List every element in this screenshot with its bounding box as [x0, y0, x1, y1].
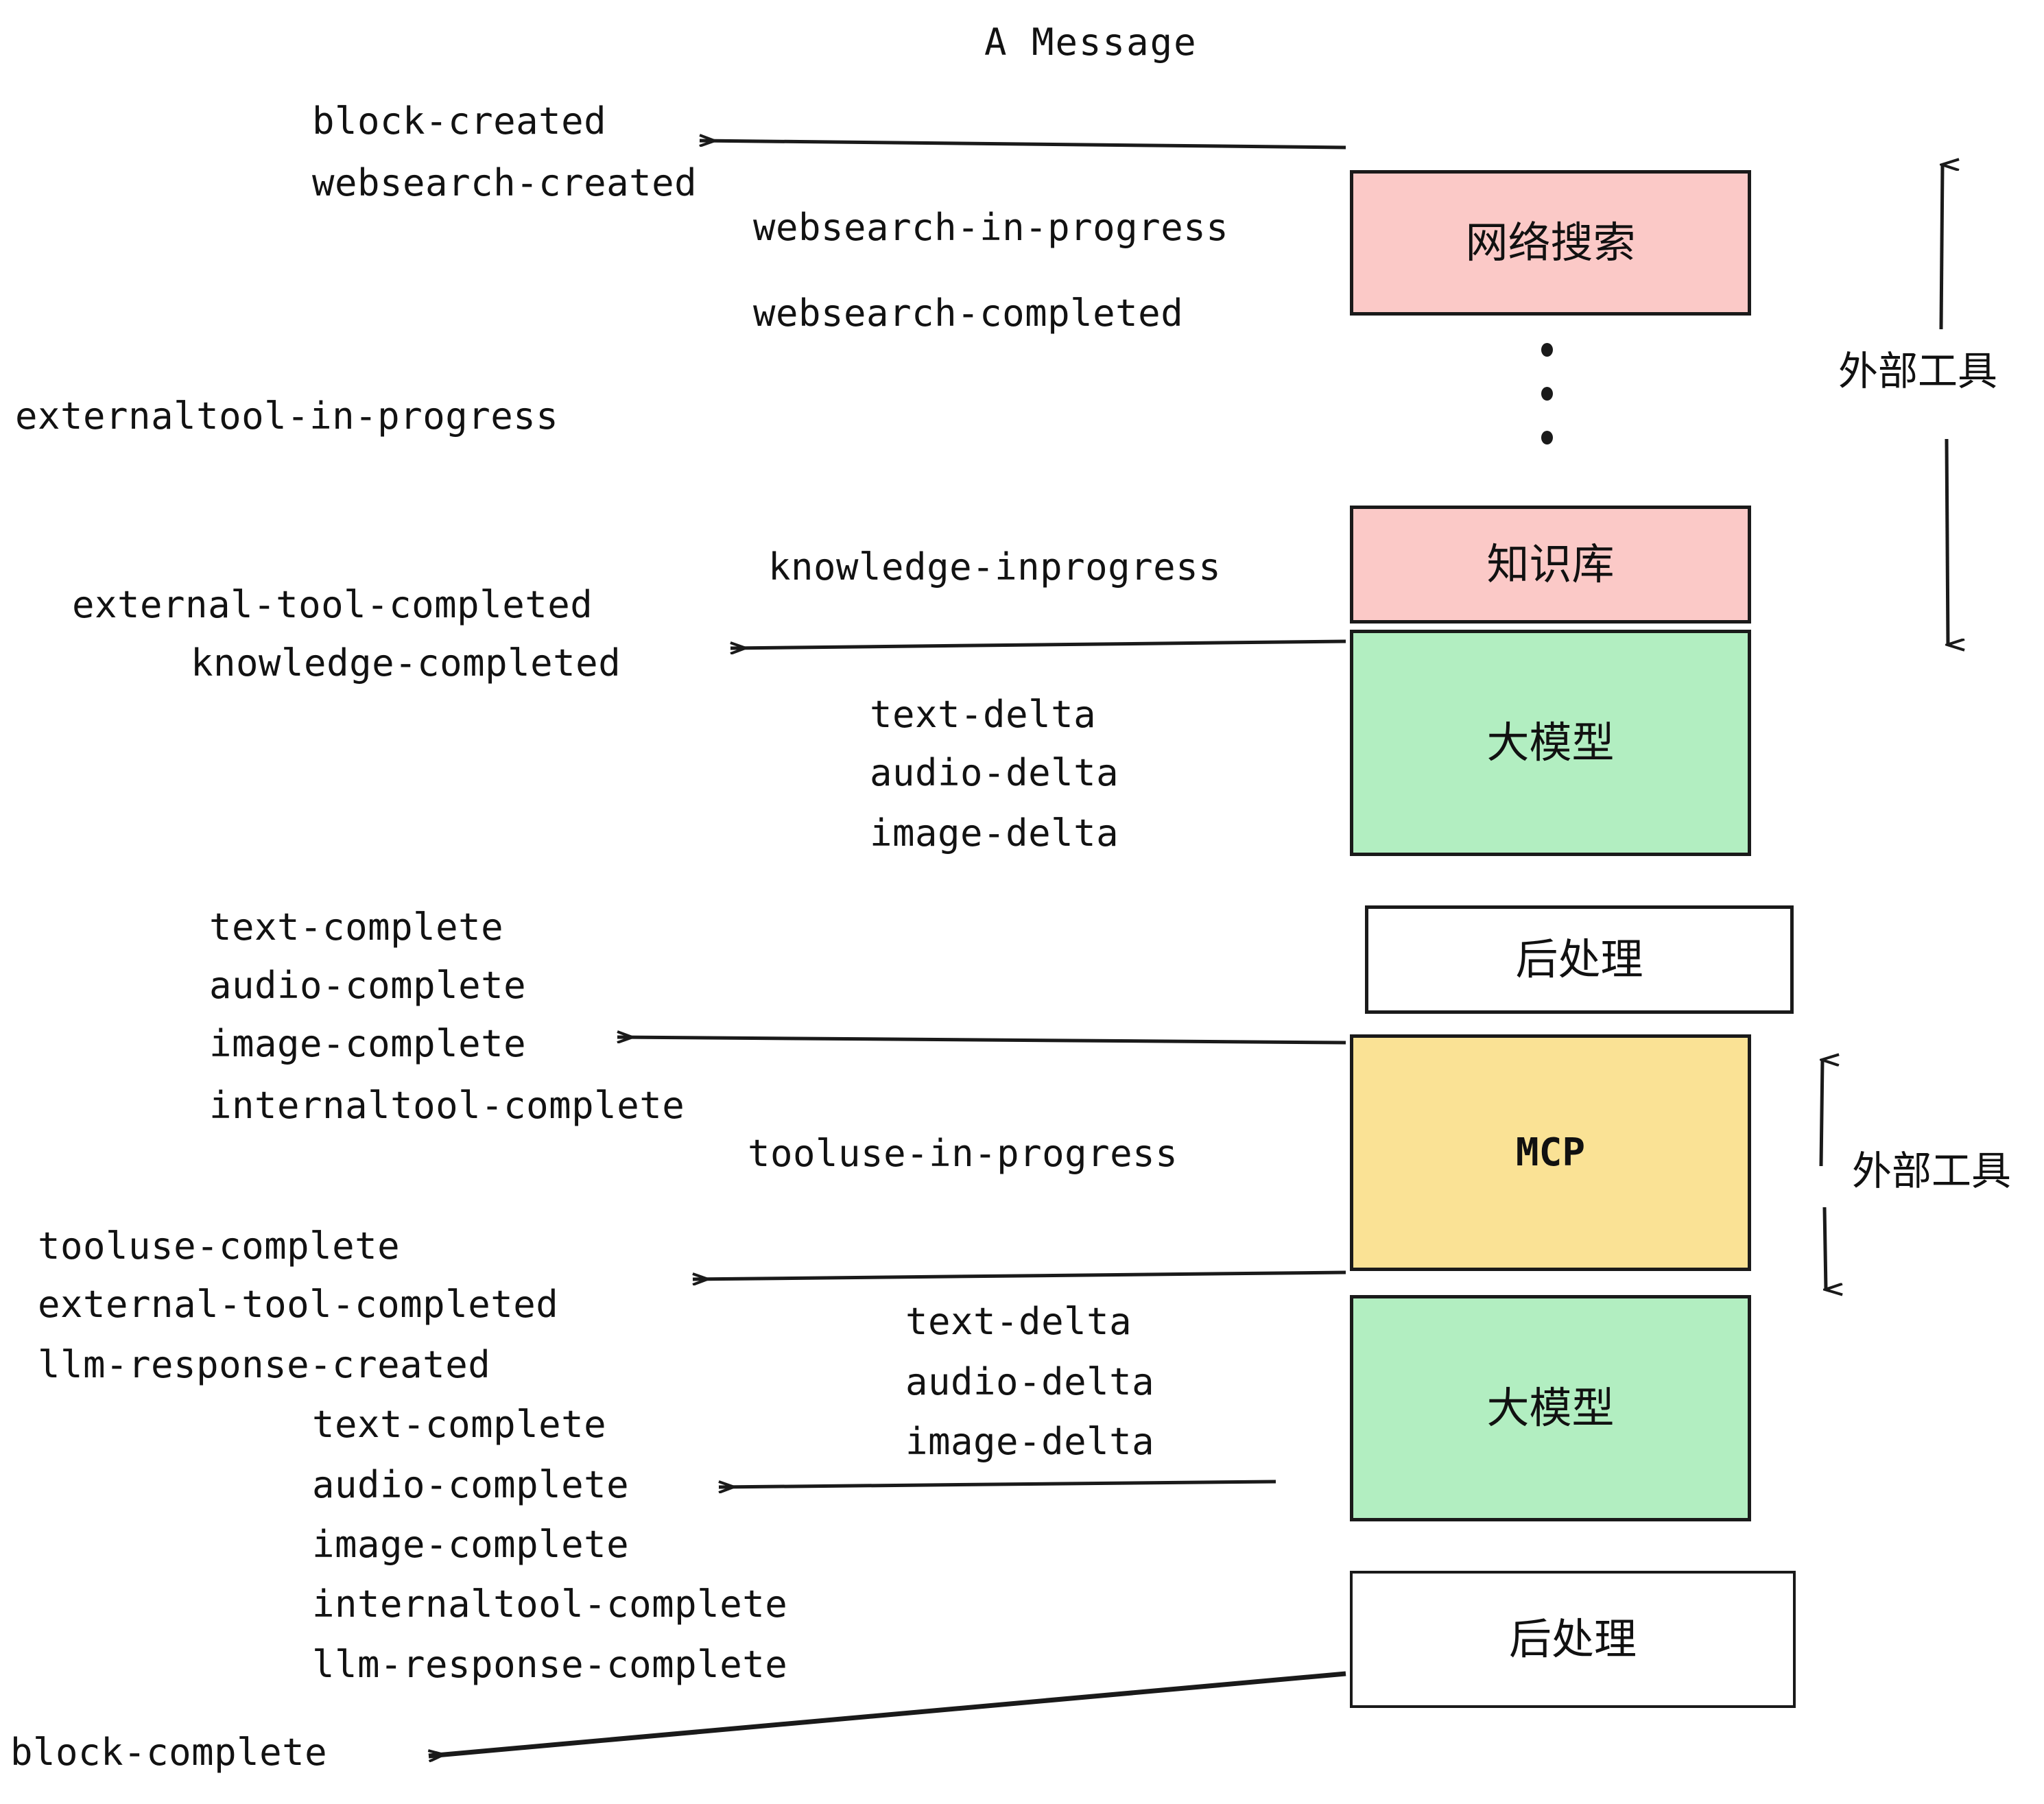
- arrow-llm2-to-audiocomplete: [719, 1480, 1276, 1487]
- event-audio-complete-2: audio-complete: [312, 1463, 630, 1506]
- node-websearch[interactable]: 网络搜索: [1350, 170, 1751, 316]
- group-label-external-tools-top: 外部工具: [1838, 348, 1998, 394]
- event-external-tool-completed-2: external-tool-completed: [38, 1283, 559, 1326]
- node-knowledge-base-label: 知识库: [1486, 539, 1615, 589]
- node-mcp[interactable]: MCP: [1350, 1034, 1751, 1271]
- node-llm-second-label: 大模型: [1486, 1383, 1615, 1433]
- arrow-mcp-to-toolusecomplete: [693, 1270, 1346, 1279]
- arrow-knowledge-to-knowledgecompleted: [730, 639, 1346, 648]
- arrow-post2-to-blockcomplete: [429, 1671, 1346, 1756]
- event-llm-response-complete: llm-response-complete: [312, 1643, 788, 1686]
- event-audio-delta-1: audio-delta: [870, 751, 1119, 794]
- event-externaltool-in-progress: externaltool-in-progress: [15, 394, 559, 438]
- event-audio-complete-1: audio-complete: [209, 964, 527, 1007]
- event-image-complete-2: image-complete: [312, 1523, 630, 1566]
- node-llm-first[interactable]: 大模型: [1350, 630, 1751, 856]
- event-knowledge-completed: knowledge-completed: [191, 641, 621, 685]
- node-postprocess-first[interactable]: 后处理: [1365, 905, 1794, 1014]
- event-block-created: block-created: [312, 99, 607, 143]
- event-image-complete-1: image-complete: [209, 1022, 527, 1065]
- event-image-delta-1: image-delta: [870, 811, 1119, 855]
- event-text-complete-2: text-complete: [312, 1403, 607, 1446]
- event-external-tool-completed-1: external-tool-completed: [72, 583, 593, 626]
- node-websearch-label: 网络搜索: [1465, 217, 1636, 268]
- event-internaltool-complete-2: internaltool-complete: [312, 1582, 788, 1626]
- event-tooluse-in-progress: tooluse-in-progress: [748, 1132, 1178, 1175]
- page-title: A Message: [984, 21, 1198, 64]
- event-websearch-created: websearch-created: [312, 161, 698, 204]
- group-label-external-tools-bottom: 外部工具: [1852, 1148, 2012, 1194]
- event-text-delta-2: text-delta: [905, 1300, 1132, 1343]
- arrow-post1-to-imagecomplete: [617, 1037, 1346, 1045]
- node-knowledge-base[interactable]: 知识库: [1350, 506, 1751, 624]
- event-block-complete: block-complete: [10, 1731, 328, 1774]
- event-websearch-in-progress: websearch-in-progress: [753, 206, 1229, 249]
- node-mcp-label: MCP: [1515, 1130, 1586, 1175]
- event-llm-response-created: llm-response-created: [38, 1343, 491, 1386]
- event-knowledge-inprogress: knowledge-inprogress: [768, 545, 1222, 589]
- event-tooluse-complete: tooluse-complete: [38, 1224, 401, 1268]
- event-internaltool-complete-1: internaltool-complete: [209, 1084, 685, 1127]
- node-postprocess-second-label: 后处理: [1508, 1614, 1637, 1664]
- event-audio-delta-2: audio-delta: [905, 1360, 1155, 1403]
- event-text-complete-1: text-complete: [209, 905, 504, 949]
- event-websearch-completed: websearch-completed: [753, 292, 1184, 335]
- ellipsis-dots: [1541, 343, 1553, 475]
- bracket-external-tools-top: [1939, 165, 1948, 645]
- node-llm-second[interactable]: 大模型: [1350, 1295, 1751, 1521]
- node-postprocess-first-label: 后处理: [1515, 934, 1643, 984]
- event-image-delta-2: image-delta: [905, 1420, 1155, 1463]
- bracket-external-tools-bottom: [1819, 1060, 1826, 1290]
- node-postprocess-second[interactable]: 后处理: [1350, 1571, 1796, 1708]
- node-llm-first-label: 大模型: [1486, 717, 1615, 768]
- arrow-websearch-to-blockcreated: [700, 141, 1346, 150]
- event-text-delta-1: text-delta: [870, 693, 1097, 736]
